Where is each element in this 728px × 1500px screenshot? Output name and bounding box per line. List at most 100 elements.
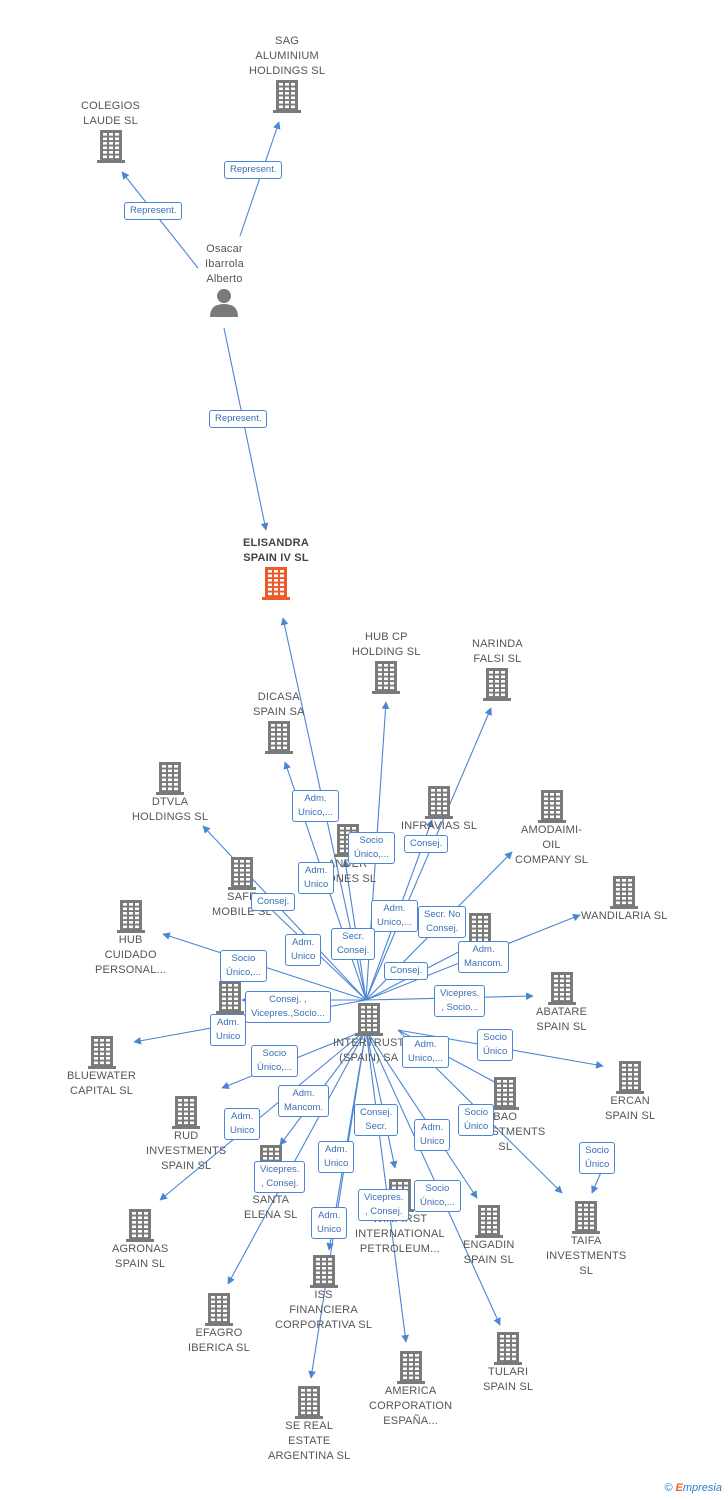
relation-label-line: Vicepres. (440, 988, 480, 999)
relation-label[interactable]: Adm.Mancom. (278, 1085, 330, 1117)
node-label-line: BAO (493, 1111, 518, 1123)
relation-label[interactable]: Adm.Unico (311, 1207, 348, 1239)
relation-label[interactable]: Consej. ,Vicepres.,Socio... (245, 991, 331, 1023)
node-label-line: SPAIN SL (483, 1381, 534, 1393)
relation-label[interactable]: Adm.Unico (224, 1108, 261, 1140)
relation-label-line: Socio (359, 835, 384, 846)
relation-label-line: Unico (230, 1125, 255, 1136)
relation-label[interactable]: Represent. (209, 410, 268, 428)
relation-label[interactable]: Adm.Unico (210, 1014, 247, 1046)
node-label-line: DTVLA (151, 796, 189, 808)
relation-edge (365, 1029, 409, 1343)
relation-label[interactable]: Adm.Unico (285, 934, 322, 966)
building-icon (81, 129, 140, 163)
node-label-line: SANTA (252, 1194, 290, 1206)
node-label-line: AGRONAS (112, 1243, 169, 1255)
node-label-line: CORPORATIVA SL (275, 1319, 373, 1331)
relation-label[interactable]: Adm.Unico,... (371, 900, 418, 932)
relation-label[interactable]: Vicepres., Consej. (358, 1189, 410, 1221)
node-label-line: LAUDE SL (83, 115, 138, 127)
relation-label-line: Socio (425, 1183, 450, 1194)
relation-label[interactable]: Adm.Unico,... (292, 790, 339, 822)
relation-label[interactable]: Adm.Unico,... (402, 1036, 449, 1068)
building-icon (132, 761, 208, 795)
relation-label[interactable]: Represent. (224, 161, 283, 179)
node-infravias[interactable]: INFRAVIAS SL (401, 785, 477, 834)
relation-label-line: Adm. (217, 1017, 240, 1028)
building-icon (483, 1331, 533, 1365)
node-label-line: ELENA SL (244, 1209, 298, 1221)
relation-label-line: Vicepres. (260, 1164, 300, 1175)
relation-label[interactable]: Vicepres., Socio... (434, 985, 486, 1017)
relation-edge (365, 707, 492, 1001)
node-label-line: SPAIN SL (605, 1110, 656, 1122)
relation-label[interactable]: Adm.Unico (318, 1141, 355, 1173)
relation-label[interactable]: Adm.Unico (414, 1119, 451, 1151)
relation-label[interactable]: Consej.Secr. (354, 1104, 399, 1136)
relation-label[interactable]: Vicepres., Consej. (254, 1161, 306, 1193)
relation-label[interactable]: Represent. (124, 202, 183, 220)
relation-label-line: Único (483, 1046, 508, 1057)
building-icon (546, 1200, 626, 1234)
relation-label-line: Unico (304, 879, 329, 890)
building-icon (95, 899, 166, 933)
node-intertrust[interactable]: INTERTRUST(SPAIN) SA (333, 1002, 404, 1066)
node-colegios[interactable]: COLEGIOS LAUDE SL (81, 99, 140, 163)
relation-edge (239, 121, 281, 237)
node-label-line: INTERTRUST (333, 1037, 405, 1049)
relation-label[interactable]: Secr.Consej. (331, 928, 376, 960)
relation-label-line: Unico (324, 1158, 349, 1169)
relation-label-line: Unico,... (377, 917, 412, 928)
relation-label[interactable]: Consej. (404, 835, 449, 853)
node-label-line: ESTATE (288, 1435, 331, 1447)
relation-label-line: Vicepres. (364, 1192, 404, 1203)
node-label-line: COLEGIOS (81, 100, 141, 112)
node-label-line: PETROLEUM... (359, 1243, 440, 1255)
node-label-line: NARINDA (472, 638, 523, 650)
building-icon (333, 1002, 404, 1036)
node-label-line: SPAIN SA (253, 706, 305, 718)
relation-label[interactable]: Consej. (251, 893, 296, 911)
relation-label-line: Adm. (318, 1210, 341, 1221)
node-label-line: ESPAÑA... (383, 1415, 439, 1427)
building-icon (146, 1095, 226, 1129)
node-wandilaria[interactable]: WANDILARIA SL (581, 875, 668, 924)
relation-label[interactable]: Consej. (384, 962, 429, 980)
relation-label[interactable]: Adm.Unico (298, 862, 335, 894)
relation-label[interactable]: Adm.Mancom. (458, 941, 510, 973)
node-label-line: CORPORATION (369, 1400, 453, 1412)
